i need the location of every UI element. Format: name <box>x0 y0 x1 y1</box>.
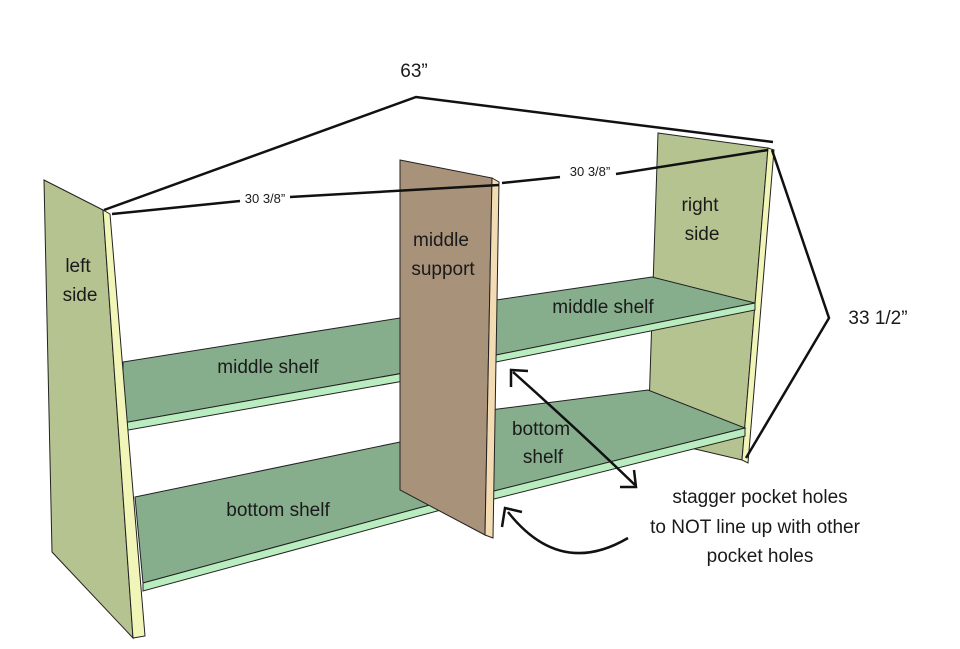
left-bottom-shelf-label: bottom shelf <box>226 500 330 521</box>
curved-arrow <box>507 511 629 555</box>
right-bottom-shelf-label-1: bottom <box>512 419 570 440</box>
note-line-1: stagger pocket holes <box>672 487 847 508</box>
left-span-line <box>111 199 241 216</box>
middle-support-label-1: middle <box>413 230 469 251</box>
left-middle-shelf-label: middle shelf <box>217 357 319 378</box>
right-bottom-shelf-label-2: shelf <box>523 447 564 468</box>
arrowhead-bottom <box>620 469 638 489</box>
dimension-lines <box>103 95 831 459</box>
curved-arrowhead <box>500 506 523 528</box>
overall-width-line <box>103 95 774 212</box>
left-span-line-b <box>289 183 500 199</box>
height-bracket <box>744 149 831 459</box>
arrows <box>500 368 638 555</box>
right-middle-shelf-label: middle shelf <box>552 297 654 318</box>
middle-support-label-2: support <box>411 259 475 280</box>
right-side-label-1: right <box>682 195 720 216</box>
right-side-label-2: side <box>685 224 720 245</box>
overall-width-label: 63” <box>400 61 427 82</box>
note-line-3: pocket holes <box>707 546 814 567</box>
right-span-label: 30 3/8” <box>570 164 610 179</box>
left-side-panel <box>43 179 146 640</box>
left-span-label: 30 3/8” <box>245 191 285 206</box>
height-label: 33 1/2” <box>848 308 907 329</box>
arrowhead-top <box>509 368 529 387</box>
right-span-line-b <box>615 148 769 176</box>
left-side-label-2: side <box>63 285 98 306</box>
left-side-label-1: left <box>65 256 91 277</box>
right-middle-shelf <box>495 276 756 363</box>
middle-support-panel <box>399 159 500 539</box>
double-arrow <box>512 371 636 486</box>
right-span-line <box>501 175 561 185</box>
note-line-2: to NOT line up with other <box>650 517 860 538</box>
